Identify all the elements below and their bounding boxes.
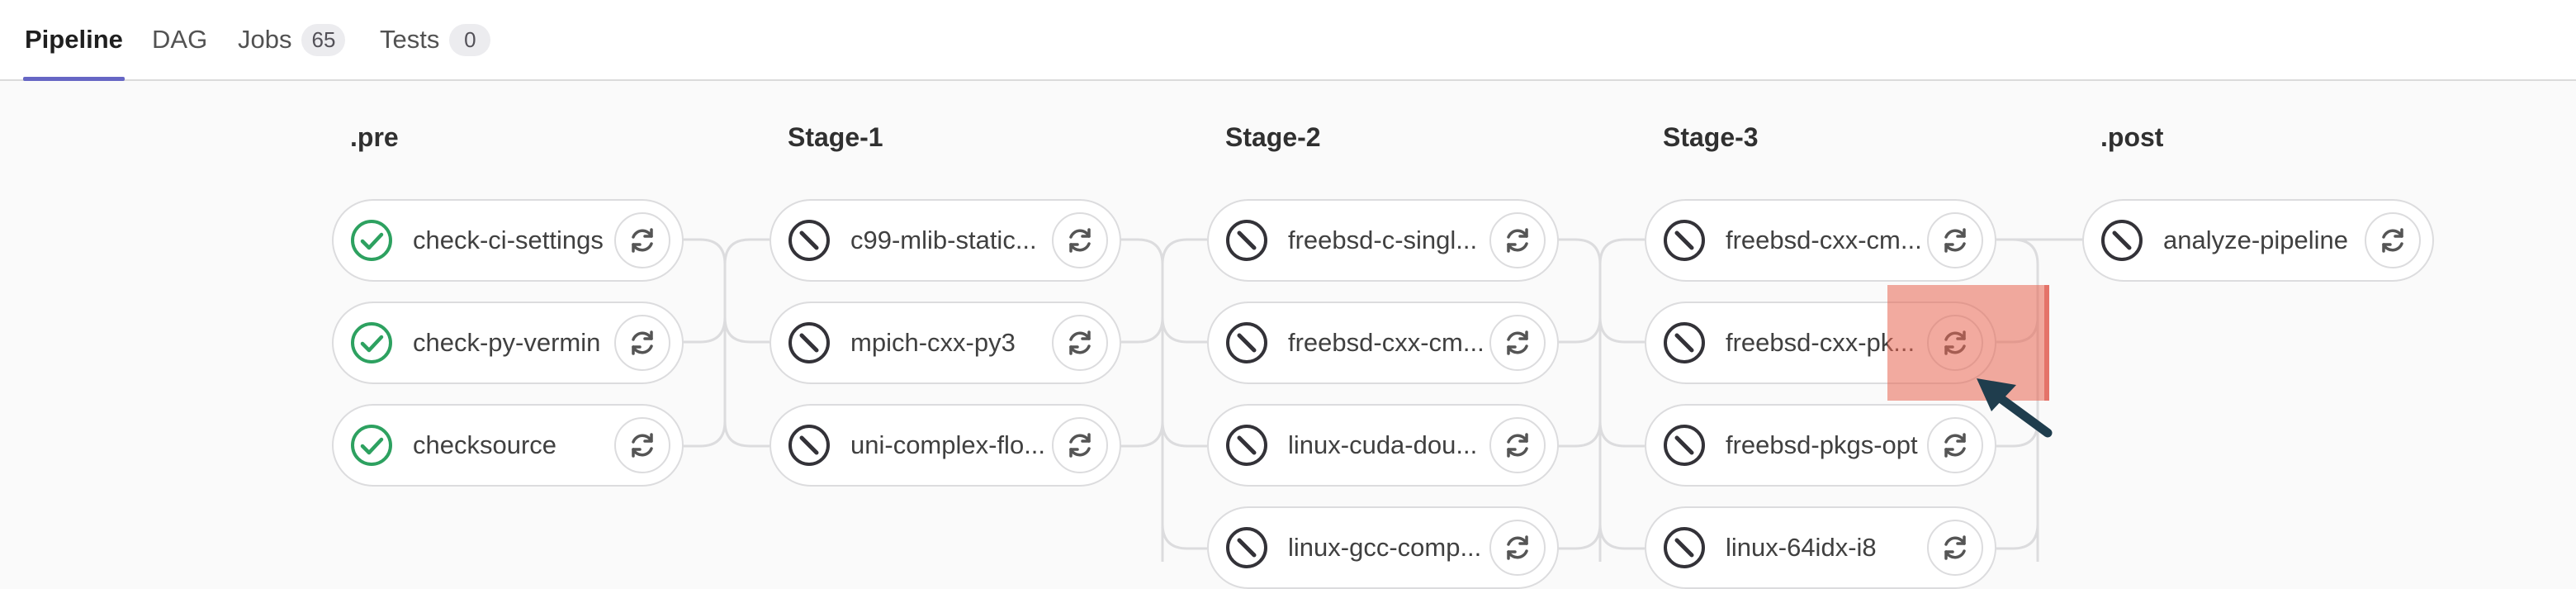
skipped-icon: [1664, 322, 1705, 363]
retry-icon: [1944, 433, 1966, 458]
retry-icon: [1507, 228, 1528, 253]
pointer-arrow-icon: [1977, 378, 2053, 438]
retry-button[interactable]: [1489, 417, 1546, 473]
check-circle-icon: [351, 322, 392, 363]
tab-dag-label: DAG: [152, 25, 208, 54]
job-name: freebsd-cxx-cm...: [1726, 226, 1922, 254]
retry-button[interactable]: [614, 212, 670, 268]
job-mpich-cxx-py3[interactable]: mpich-cxx-py3: [769, 302, 1121, 384]
skipped-icon: [1226, 322, 1267, 363]
pipeline-tabs: Pipeline DAG Jobs 65 Tests 0: [0, 0, 2576, 81]
tab-pipeline[interactable]: Pipeline: [23, 0, 125, 81]
job-name: linux-gcc-comp...: [1288, 533, 1482, 562]
jobs-count-badge: 65: [301, 23, 346, 56]
check-circle-icon: [351, 220, 392, 261]
job-name: analyze-pipeline: [2163, 226, 2349, 254]
stage-title-post: .post: [2100, 122, 2164, 152]
skipped-icon: [788, 425, 830, 466]
retry-button[interactable]: [1489, 212, 1546, 268]
job-freebsd-pkgs-opt[interactable]: freebsd-pkgs-opt: [1645, 404, 1996, 487]
job-name: freebsd-c-singl...: [1288, 226, 1478, 254]
retry-button[interactable]: [1927, 417, 1983, 473]
tab-jobs[interactable]: Jobs 65: [238, 0, 346, 79]
job-name: mpich-cxx-py3: [850, 328, 1016, 357]
tests-count-badge: 0: [449, 23, 491, 56]
retry-icon: [1507, 330, 1528, 355]
tab-dag[interactable]: DAG: [152, 0, 207, 79]
skipped-icon: [1664, 527, 1705, 568]
skipped-icon: [1664, 220, 1705, 261]
tab-tests[interactable]: Tests 0: [380, 0, 491, 79]
job-name: linux-cuda-dou...: [1288, 430, 1478, 459]
retry-button[interactable]: [1052, 417, 1108, 473]
job-name: checksource: [413, 430, 557, 459]
retry-button[interactable]: [1052, 212, 1108, 268]
skipped-icon: [1226, 527, 1267, 568]
stage-title-stage-3: Stage-3: [1663, 122, 1759, 152]
stage-title-pre: .pre: [350, 122, 399, 152]
tab-jobs-label: Jobs: [238, 25, 292, 54]
retry-highlight-overlay: [1887, 285, 2049, 401]
job-name: check-ci-settings: [413, 226, 604, 254]
job-checksource[interactable]: checksource: [332, 404, 684, 487]
skipped-icon: [1226, 425, 1267, 466]
job-analyze-pipeline[interactable]: analyze-pipeline: [2082, 199, 2434, 282]
skipped-icon: [2101, 220, 2143, 261]
retry-icon: [1069, 433, 1091, 458]
job-name: check-py-vermin: [413, 328, 601, 357]
job-linux-gcc-comp[interactable]: linux-gcc-comp...: [1207, 506, 1559, 589]
retry-icon: [1069, 228, 1091, 253]
retry-icon: [1944, 228, 1966, 253]
job-freebsd-cxx-cm-3[interactable]: freebsd-cxx-cm...: [1645, 199, 1996, 282]
skipped-icon: [1664, 425, 1705, 466]
job-freebsd-c-singl[interactable]: freebsd-c-singl...: [1207, 199, 1559, 282]
check-circle-icon: [351, 425, 392, 466]
retry-icon: [632, 433, 653, 458]
tab-tests-label: Tests: [380, 25, 440, 54]
retry-button[interactable]: [614, 315, 670, 371]
retry-icon: [632, 228, 653, 253]
retry-icon: [1507, 535, 1528, 560]
retry-button[interactable]: [1489, 520, 1546, 576]
job-name: linux-64idx-i8: [1726, 533, 1877, 562]
retry-button[interactable]: [1052, 315, 1108, 371]
retry-icon: [1069, 330, 1091, 355]
stage-title-stage-1: Stage-1: [788, 122, 883, 152]
job-name: uni-complex-flo...: [850, 430, 1046, 459]
skipped-icon: [1226, 220, 1267, 261]
job-linux-64idx-i8[interactable]: linux-64idx-i8: [1645, 506, 1996, 589]
retry-icon: [1944, 535, 1966, 560]
job-linux-cuda-dou[interactable]: linux-cuda-dou...: [1207, 404, 1559, 487]
retry-button[interactable]: [1489, 315, 1546, 371]
retry-icon: [632, 330, 653, 355]
retry-icon: [1507, 433, 1528, 458]
retry-button[interactable]: [614, 417, 670, 473]
job-check-py-vermin[interactable]: check-py-vermin: [332, 302, 684, 384]
retry-icon: [2382, 228, 2403, 253]
skipped-icon: [788, 220, 830, 261]
job-name: c99-mlib-static...: [850, 226, 1037, 254]
job-name: freebsd-cxx-cm...: [1288, 328, 1485, 357]
stage-title-stage-2: Stage-2: [1225, 122, 1321, 152]
job-freebsd-cxx-cm-2[interactable]: freebsd-cxx-cm...: [1207, 302, 1559, 384]
retry-button[interactable]: [1927, 520, 1983, 576]
retry-button[interactable]: [1927, 212, 1983, 268]
tab-pipeline-label: Pipeline: [25, 25, 123, 54]
stage-connectors: [682, 238, 2084, 562]
job-name: freebsd-pkgs-opt: [1726, 430, 1918, 459]
job-c99-mlib-static[interactable]: c99-mlib-static...: [769, 199, 1121, 282]
job-uni-complex-flo[interactable]: uni-complex-flo...: [769, 404, 1121, 487]
skipped-icon: [788, 322, 830, 363]
retry-button[interactable]: [2365, 212, 2421, 268]
job-check-ci-settings[interactable]: check-ci-settings: [332, 199, 684, 282]
